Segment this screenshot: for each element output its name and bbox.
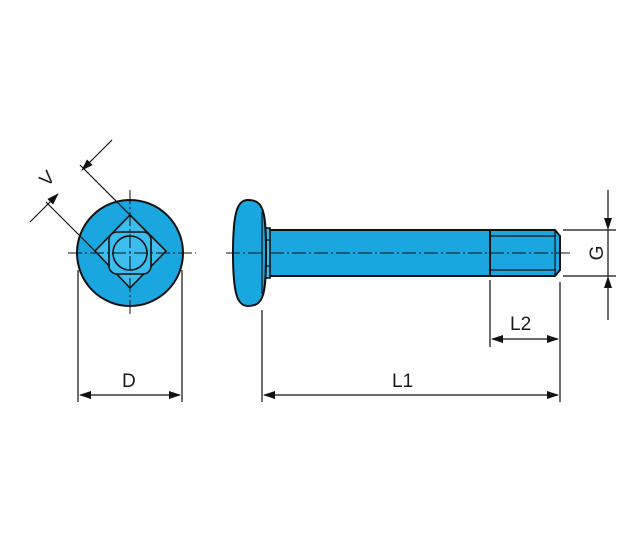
bolt-end-view (68, 190, 196, 316)
label-g: G (587, 246, 608, 261)
v-dimension-line-bottom (29, 198, 54, 223)
v-dimension-line-top (86, 139, 113, 166)
label-l1: L1 (392, 371, 413, 392)
v-arrow-top (81, 159, 93, 171)
v-extension-line-1 (79, 164, 131, 216)
v-arrow-bottom (47, 193, 59, 205)
dimension-d: D (77, 270, 183, 402)
bolt-side-view (226, 198, 570, 308)
dimension-l2: L2 (489, 280, 559, 347)
dimension-l1: L1 (261, 282, 561, 402)
label-l2: L2 (510, 314, 531, 335)
v-extension-line-2 (45, 201, 96, 252)
label-v: V (36, 167, 60, 191)
label-d: D (122, 371, 136, 392)
dimension-g: G (563, 190, 616, 320)
